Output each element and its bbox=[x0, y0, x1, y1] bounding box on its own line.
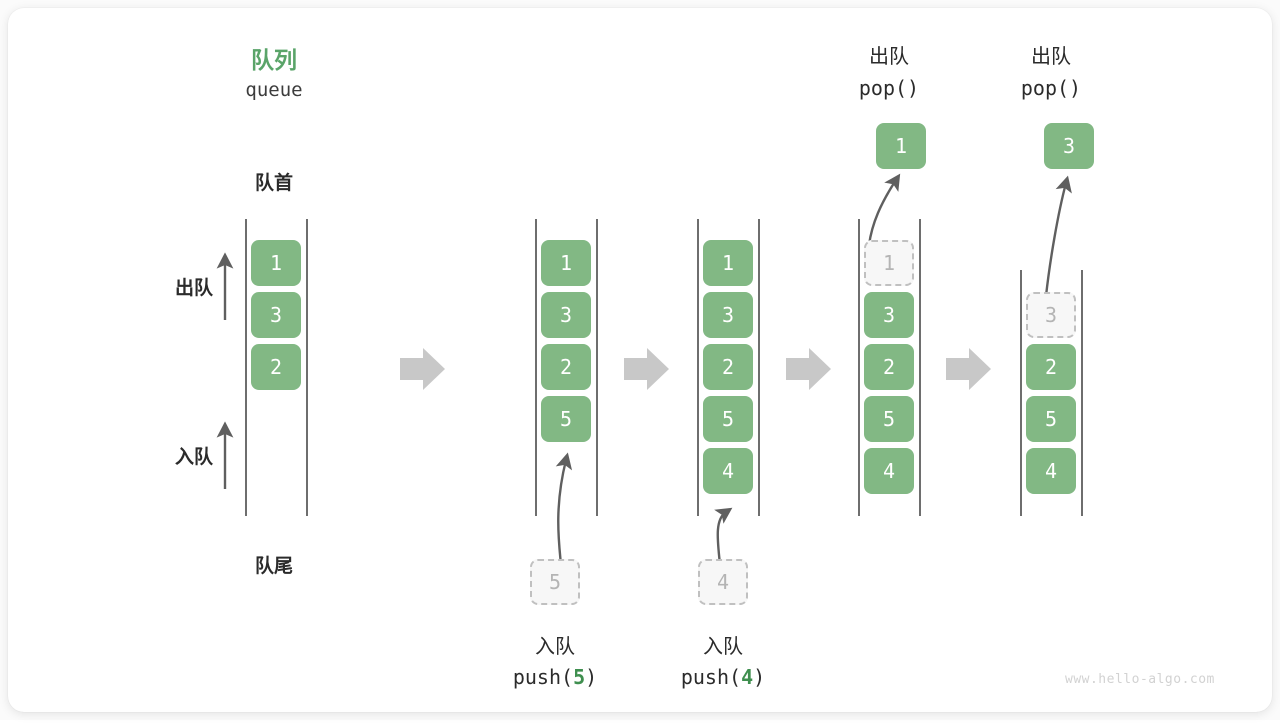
queue-cell: 3 bbox=[864, 292, 914, 338]
diagram-card: 队列 queue 队首 队尾 出队 入队 1 3 2 1 3 2 5 5 入队 … bbox=[8, 8, 1272, 712]
pop-header-code: pop() bbox=[858, 76, 920, 100]
dequeue-direction-label: 出队 bbox=[174, 278, 213, 299]
page-title-cn: 队列 bbox=[251, 47, 297, 73]
diagram-vector-layer bbox=[216, 173, 1083, 566]
push-code-arg: 4 bbox=[741, 665, 754, 689]
incoming-ghost-cell: 4 bbox=[698, 559, 748, 605]
push-code-prefix: push( bbox=[512, 665, 574, 689]
queue-cell: 5 bbox=[864, 396, 914, 442]
transition-arrow-4 bbox=[946, 348, 991, 390]
queue-cell: 3 bbox=[703, 292, 753, 338]
queue-cell: 1 bbox=[541, 240, 591, 286]
push-caption-cn: 入队 bbox=[535, 636, 575, 658]
popped-cell: 3 bbox=[1044, 123, 1094, 169]
queue-cell: 2 bbox=[251, 344, 301, 390]
queue-cell: 5 bbox=[703, 396, 753, 442]
queue-cell: 5 bbox=[1026, 396, 1076, 442]
push-caption-cn: 入队 bbox=[703, 636, 743, 658]
popped-cell: 1 bbox=[876, 123, 926, 169]
pop-header-cn: 出队 bbox=[1031, 46, 1071, 68]
push-code-suffix: ) bbox=[753, 665, 766, 689]
queue-cell: 1 bbox=[703, 240, 753, 286]
transition-arrow-3 bbox=[786, 348, 831, 390]
queue-cell: 3 bbox=[251, 292, 301, 338]
queue-rails bbox=[245, 219, 1083, 516]
transition-arrow-2 bbox=[624, 348, 669, 390]
page-title-en: queue bbox=[245, 79, 303, 101]
rear-label: 队尾 bbox=[254, 556, 293, 577]
pop-header-code: pop() bbox=[1020, 76, 1082, 100]
front-label: 队首 bbox=[254, 173, 293, 194]
push-code-arg: 5 bbox=[573, 665, 586, 689]
enqueue-direction-label: 入队 bbox=[174, 447, 213, 468]
queue-cell-ghost: 1 bbox=[864, 240, 914, 286]
push-arrow-4 bbox=[714, 507, 733, 566]
pop-arrow-3 bbox=[1044, 175, 1072, 297]
watermark: www.hello-algo.com bbox=[1065, 672, 1215, 687]
queue-cell: 2 bbox=[1026, 344, 1076, 390]
queue-cell: 2 bbox=[541, 344, 591, 390]
queue-cell: 3 bbox=[541, 292, 591, 338]
queue-cell: 4 bbox=[1026, 448, 1076, 494]
pop-header-cn: 出队 bbox=[869, 46, 909, 68]
push-arrow-5 bbox=[555, 452, 573, 566]
queue-cell: 2 bbox=[703, 344, 753, 390]
queue-cell: 4 bbox=[864, 448, 914, 494]
push-code-prefix: push( bbox=[680, 665, 742, 689]
push-caption-code: push(5) bbox=[480, 665, 630, 689]
queue-cell: 4 bbox=[703, 448, 753, 494]
queue-cell: 2 bbox=[864, 344, 914, 390]
queue-cell: 1 bbox=[251, 240, 301, 286]
transition-arrow-1 bbox=[400, 348, 445, 390]
incoming-ghost-cell: 5 bbox=[530, 559, 580, 605]
pop-arrow-1 bbox=[867, 173, 901, 246]
queue-cell: 5 bbox=[541, 396, 591, 442]
queue-cell-ghost: 3 bbox=[1026, 292, 1076, 338]
push-caption-code: push(4) bbox=[648, 665, 798, 689]
push-code-suffix: ) bbox=[585, 665, 598, 689]
